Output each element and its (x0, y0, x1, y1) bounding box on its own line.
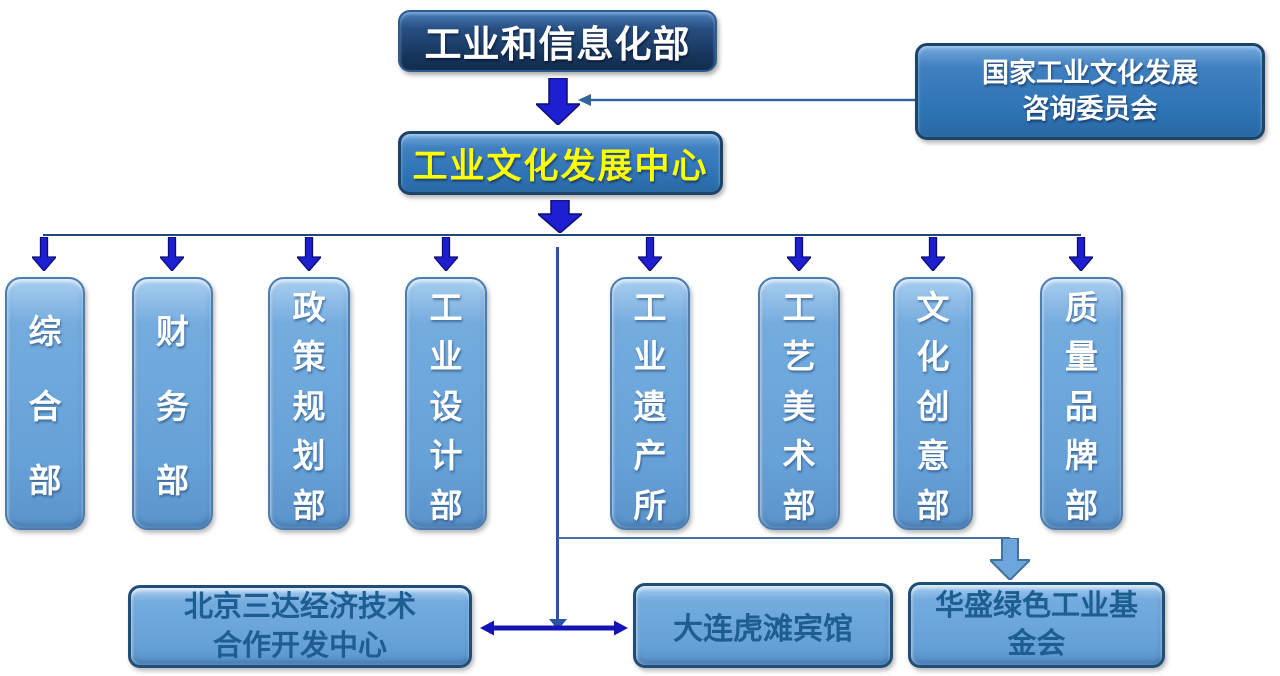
dept-box-industrial-design: 工业设计部 (405, 277, 487, 530)
dept-label: 文化创意部 (916, 288, 950, 524)
dept-arrow-6 (787, 237, 811, 271)
affiliate-label: 大连虎滩宾馆 (673, 612, 853, 646)
dept-label: 财务部 (156, 313, 189, 499)
affiliate-box-huasheng-fund: 华盛绿色工业基 金会 (908, 582, 1165, 668)
dept-label: 质量品牌部 (1065, 288, 1098, 524)
affiliate-label: 华盛绿色工业基 金会 (934, 589, 1138, 660)
root-to-center-arrow (536, 78, 580, 125)
dept-label: 工艺美术部 (782, 288, 816, 524)
center-label: 工业文化发展中心 (412, 146, 709, 186)
dept-box-industrial-heritage: 工业遗产所 (610, 277, 690, 530)
advisory-connector-arrow (578, 94, 915, 106)
dept-box-cultural-creativity: 文化创意部 (893, 277, 973, 530)
dept-arrow-4 (434, 237, 458, 271)
dept-box-policy-planning: 政策规划部 (268, 277, 350, 530)
dept-box-finance: 财务部 (132, 277, 213, 530)
dept-arrow-3 (297, 237, 321, 271)
fund-branch-line (558, 537, 1010, 539)
dept-arrow-7 (921, 237, 945, 271)
center-line-down-arrowhead (549, 619, 567, 630)
affiliate-box-beijing-sanda: 北京三达经济技术 合作开发中心 (128, 585, 472, 668)
advisory-box: 国家工业文化发展 咨询委员会 (915, 43, 1265, 140)
dept-box-comprehensive: 综合部 (5, 277, 85, 530)
center-box: 工业文化发展中心 (398, 131, 723, 195)
dept-label: 工业遗产所 (633, 288, 667, 524)
distribution-line (43, 234, 1081, 236)
affiliate-label: 北京三达经济技术 合作开发中心 (183, 591, 416, 662)
dept-arrow-5 (638, 237, 662, 271)
dept-label: 工业设计部 (429, 288, 463, 524)
root-label: 工业和信息化部 (424, 24, 691, 65)
affiliate-box-dalian-hutan-hotel: 大连虎滩宾馆 (633, 583, 893, 668)
center-to-departments-arrow (538, 200, 582, 233)
dept-arrow-2 (160, 237, 184, 271)
fund-down-arrow (990, 538, 1030, 580)
dept-label: 政策规划部 (292, 288, 326, 524)
dept-arrow-8 (1069, 237, 1093, 271)
advisory-label: 国家工业文化发展 咨询委员会 (982, 57, 1198, 124)
affiliates-double-arrow (480, 620, 628, 636)
dept-label: 综合部 (28, 313, 62, 499)
center-vertical-line (556, 247, 559, 620)
dept-box-arts-crafts: 工艺美术部 (758, 277, 840, 530)
dept-box-quality-brand: 质量品牌部 (1040, 277, 1123, 530)
root-box: 工业和信息化部 (398, 10, 717, 72)
dept-arrow-1 (32, 237, 56, 271)
